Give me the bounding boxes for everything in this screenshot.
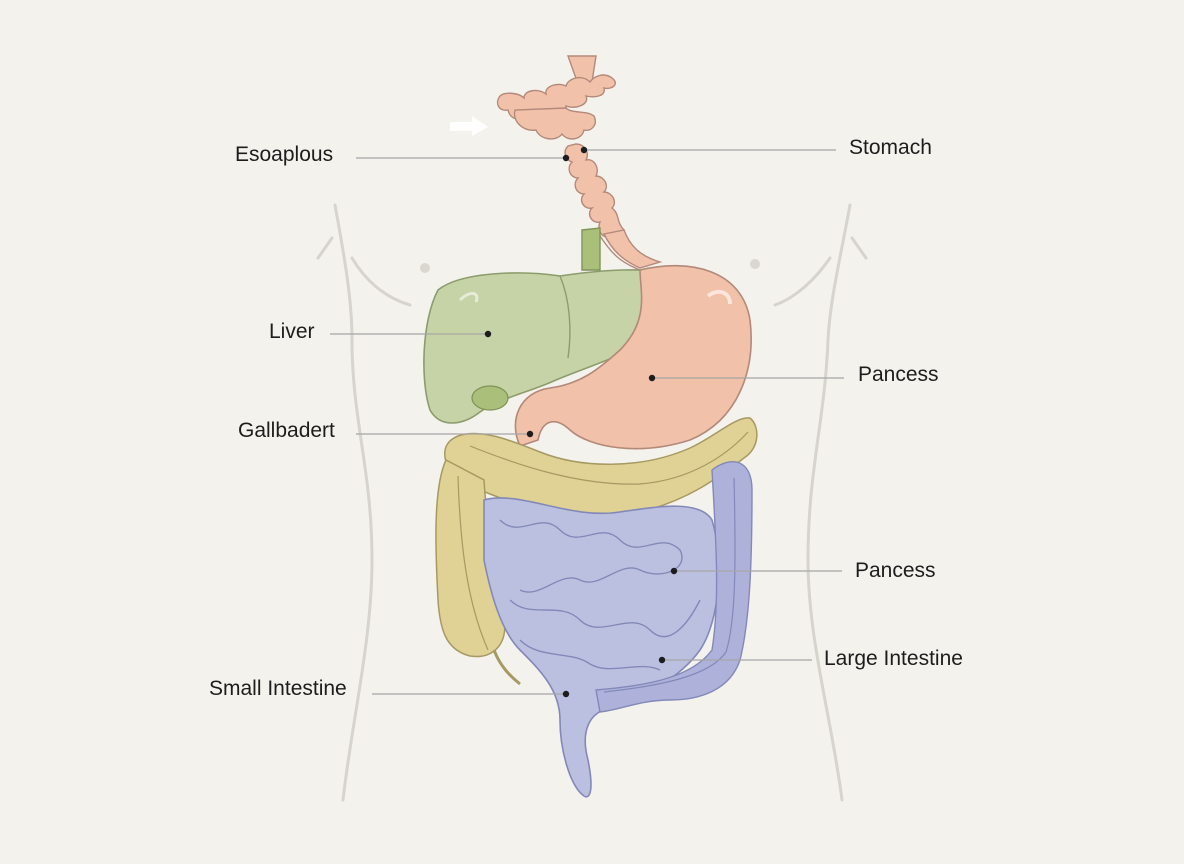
esophagus-illustration bbox=[496, 55, 626, 238]
label-esophagus: Esoaplous bbox=[235, 143, 334, 166]
label-stomach: Stomach bbox=[849, 136, 932, 159]
nipple-right bbox=[750, 259, 760, 269]
label-large-intestine: Large Intestine bbox=[824, 647, 963, 670]
leader-lines bbox=[330, 149, 844, 695]
marker-dots bbox=[484, 146, 678, 698]
small-intestine-illustration bbox=[483, 461, 753, 798]
gallbladder-illustration bbox=[471, 385, 509, 411]
label-small-intestine: Small Intestine bbox=[209, 677, 347, 700]
bile-duct bbox=[581, 227, 601, 271]
arrow-icon bbox=[450, 116, 488, 136]
esophagus-lower bbox=[602, 229, 663, 269]
nipple-left bbox=[420, 263, 430, 273]
label-liver: Liver bbox=[269, 320, 315, 343]
esophagus-connector bbox=[599, 235, 641, 271]
liver-illustration bbox=[423, 269, 677, 424]
stomach-illustration bbox=[514, 264, 752, 450]
label-gallbladder: Gallbadert bbox=[238, 419, 335, 442]
body-outline bbox=[316, 203, 868, 802]
label-pancreas-upper: Pancess bbox=[858, 363, 939, 386]
label-pancreas-lower: Pancess bbox=[855, 559, 936, 582]
